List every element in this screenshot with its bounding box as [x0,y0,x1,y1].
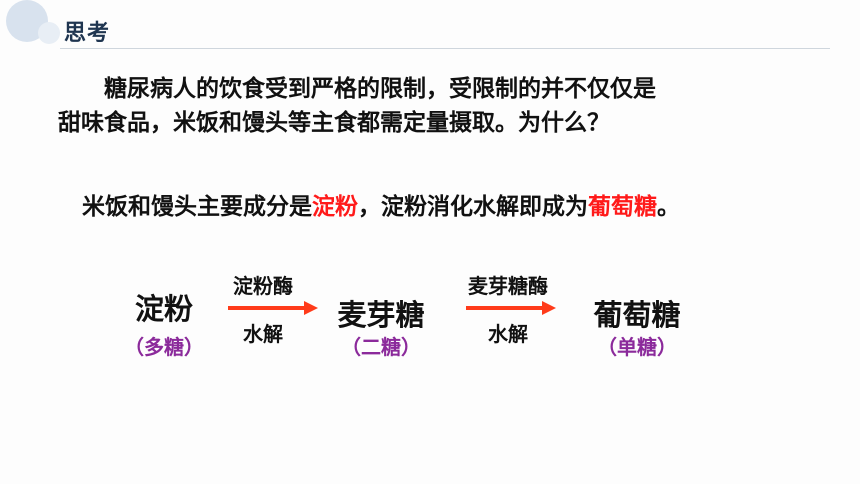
answer-text-2: ，淀粉消化水解即成为 [358,194,588,220]
node-glucose-type: （单糖） [597,335,677,359]
arrow-2 [466,301,556,315]
node-starch-type: （多糖） [124,335,204,359]
arrow-2-process: 水解 [488,322,528,346]
node-starch: 淀粉 [134,292,193,326]
arrow-1-process: 水解 [243,322,283,346]
answer-highlight-starch: 淀粉 [312,194,358,220]
node-glucose: 葡萄糖 [593,298,681,332]
title-bar: 思考 [52,12,110,50]
arrow-2-enzyme: 麦芽糖酶 [468,274,548,298]
node-maltose: 麦芽糖 [337,298,425,332]
decor-circle-small [38,22,60,44]
arrow-1 [228,301,318,315]
page-title: 思考 [64,21,111,46]
answer-highlight-glucose: 葡萄糖 [588,194,657,220]
answer-paragraph: 米饭和馒头主要成分是淀粉，淀粉消化水解即成为葡萄糖。 [82,190,842,224]
title-divider [60,48,830,49]
arrow-1-enzyme: 淀粉酶 [233,274,293,298]
answer-text-3: 。 [657,194,680,220]
answer-text-1: 米饭和馒头主要成分是 [82,194,312,220]
question-paragraph: 糖尿病人的饮食受到严格的限制，受限制的并不仅仅是 甜味食品，米饭和馒头等主食都需… [58,72,818,140]
question-line-2: 甜味食品，米饭和馒头等主食都需定量摄取。为什么？ [58,110,610,136]
node-maltose-type: （二糖） [341,335,421,359]
question-line-1: 糖尿病人的饮食受到严格的限制，受限制的并不仅仅是 [104,76,656,102]
